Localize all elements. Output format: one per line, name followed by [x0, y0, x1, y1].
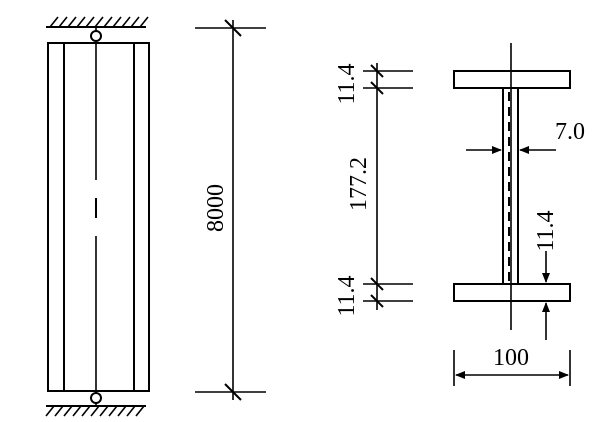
web-height-label: 177.2: [346, 157, 372, 211]
bottom-support-hatch-icon: [45, 405, 146, 417]
flange-thickness-top-label: 11.4: [334, 63, 360, 104]
length-dimension: 8000: [195, 19, 266, 401]
bottom-pin-support-icon: [90, 392, 102, 406]
column-outline: [47, 42, 150, 392]
dimension-tick-icon: [224, 19, 242, 37]
web-thickness-dimension: 7.0: [466, 119, 585, 154]
web-thickness-label: 7.0: [555, 119, 585, 145]
flange-width-dimension: 100: [453, 345, 571, 386]
section-height-dimensions: 11.4 177.2 11.4: [334, 63, 413, 317]
bottom-flange: [453, 283, 571, 302]
dimension-tick-icon: [370, 294, 384, 308]
dimension-tick-icon: [370, 81, 384, 95]
imperfection-offset-dimension: 11.4: [533, 210, 559, 340]
top-flange: [453, 70, 571, 89]
flange-width-label: 100: [493, 345, 529, 371]
dimension-tick-icon: [370, 64, 384, 78]
dimension-tick-icon: [224, 383, 242, 401]
dimension-tick-icon: [370, 277, 384, 291]
top-pin-support-icon: [90, 27, 102, 42]
top-support-hatch-icon: [46, 16, 149, 28]
length-label: 8000: [203, 184, 229, 232]
i-section: [453, 43, 571, 330]
flange-thickness-bottom-label: 11.4: [334, 275, 360, 316]
imperfection-offset-label: 11.4: [533, 210, 559, 251]
column-elevation: [45, 16, 150, 417]
